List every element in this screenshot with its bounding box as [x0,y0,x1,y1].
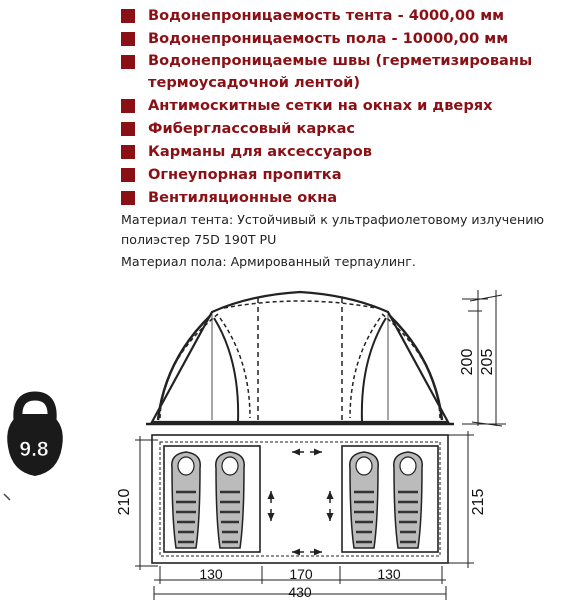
room-left-width-label: 130 [199,566,223,582]
bullet-square-icon [121,145,135,159]
bullet-square-icon [121,191,135,205]
feature-item: Водонепроницаемость пола - 10000,00 мм [121,27,561,50]
bullet-square-icon [121,32,135,46]
bullet-square-icon [121,168,135,182]
weight-value: 9.8 [19,438,49,461]
total-length-label: 430 [288,584,312,600]
bullet-square-icon [121,122,135,136]
feature-item: Водонепроницаемые швы (герметизированы т… [121,50,561,94]
feature-item: Вентиляционные окна [121,186,561,209]
height-dimension [462,290,506,427]
bullet-square-icon [121,9,135,23]
feature-item: Карманы для аксессуаров [121,140,561,163]
room-right-width-label: 130 [377,566,401,582]
sleeping-bag [171,451,201,549]
depth-outer-label: 215 [470,489,487,516]
height-inner-label: 200 [459,349,476,376]
height-outer-label: 205 [479,349,496,376]
feature-item: Водонепроницаемость тента - 4000,00 мм [121,4,561,27]
depth-dimension [135,431,474,570]
depth-inner-label: 210 [116,489,133,516]
feature-item: Фиберглассовый каркас [121,117,561,140]
sleeping-bag [393,451,423,549]
length-dimension [153,566,447,600]
kettlebell-icon: 9.8 [7,391,63,476]
feature-list: Водонепроницаемость тента - 4000,00 мм В… [121,4,561,209]
tent-material-text: Материал тента: Устойчивый к ультрафиоле… [121,212,544,247]
sleeping-bag [215,451,245,549]
edge-mark [3,493,11,501]
bullet-square-icon [121,99,135,113]
floor-material-text: Материал пола: Армированный терпаулинг. [121,254,416,269]
bullet-square-icon [121,55,135,69]
sleeping-bag [349,451,379,549]
tent-side-view [146,290,454,426]
feature-item: Огнеупорная пропитка [121,163,561,186]
feature-item: Антимоскитные сетки на окнах и дверях [121,94,561,117]
vestibule-width-label: 170 [289,566,313,582]
